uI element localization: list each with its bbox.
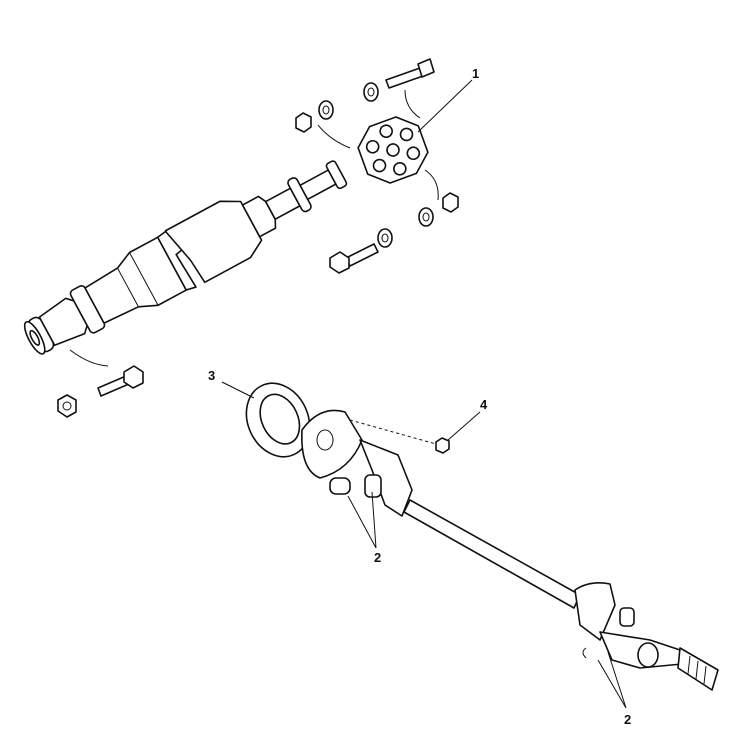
- fasteners: [57, 58, 459, 418]
- steering-shaft: [301, 409, 719, 691]
- gasket: [245, 382, 311, 458]
- callout-1: 1: [472, 66, 480, 81]
- callout-4: 4: [480, 397, 488, 412]
- leader-lines: [221, 79, 627, 709]
- flexible-coupling: [357, 116, 429, 184]
- front-propeller-shaft: [23, 160, 348, 355]
- callout-3: 3: [208, 368, 216, 383]
- callout-2-upper: 2: [374, 550, 382, 565]
- callout-2-lower: 2: [624, 712, 632, 727]
